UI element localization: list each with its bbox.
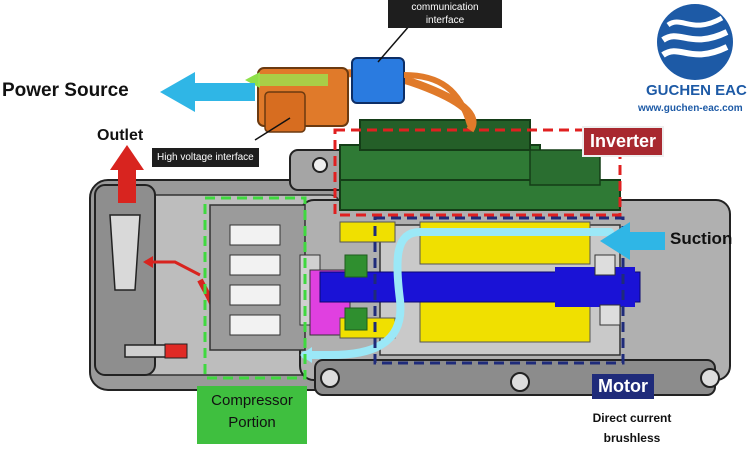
suction-flow-path <box>301 228 614 359</box>
compressor-boundary <box>203 196 307 380</box>
suction-arrow <box>600 222 665 260</box>
power-source-arrow <box>160 72 255 112</box>
compressor-portion-label: Compressor Portion <box>197 386 307 444</box>
power-source-label: Power Source <box>2 80 129 101</box>
high-voltage-interface-label: High voltage interface <box>152 148 259 167</box>
outlet-housing <box>94 184 222 376</box>
outlet-arrow <box>110 145 144 203</box>
communication-interface-label: communication interface <box>388 0 502 28</box>
communication-interface-line1: communication <box>411 2 479 13</box>
motor-internals <box>319 221 641 356</box>
compressor-portion-line2: Portion <box>228 414 276 431</box>
hv-pointer-line <box>254 117 291 141</box>
suction-label: Suction <box>670 229 733 248</box>
motor-type-label: Direct current brushless <box>582 408 682 448</box>
inverter-label: Inverter <box>582 126 665 157</box>
compressor-scroll <box>209 204 321 351</box>
inverter-boundary <box>333 128 622 217</box>
motor-boundary <box>373 216 625 365</box>
logo-url: www.guchen-eac.com <box>638 103 743 114</box>
compressor-portion-line1: Compressor <box>211 392 293 409</box>
communication-interface-line2: interface <box>425 15 465 26</box>
guchen-logo-icon <box>657 4 733 80</box>
motor-type-line2: brushless <box>603 431 661 445</box>
logo-name: GUCHEN EAC <box>646 82 747 99</box>
high-voltage-connector <box>245 67 477 133</box>
motor-label: Motor <box>592 374 654 399</box>
motor-type-line1: Direct current <box>592 411 672 425</box>
outlet-label: Outlet <box>97 127 144 144</box>
inverter-board <box>339 119 621 211</box>
communication-connector <box>351 24 473 126</box>
